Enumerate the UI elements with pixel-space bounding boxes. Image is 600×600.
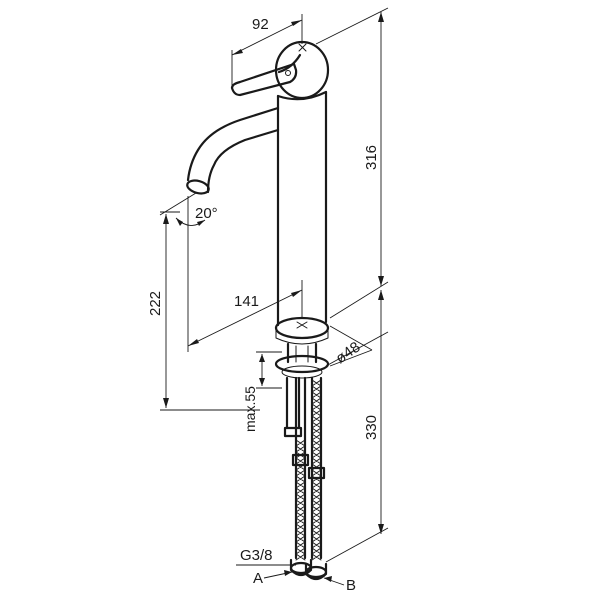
inlet-a-label: A [253, 570, 263, 587]
dimension-max-thickness: max.55 [242, 351, 282, 432]
dimension-hose-length: 330 [325, 290, 389, 563]
dim-label-330: 330 [363, 415, 380, 440]
inlet-b-label: B [346, 577, 356, 594]
dim-label-max55: max.55 [242, 386, 258, 432]
dim-label-92: 92 [252, 16, 269, 33]
dim-label-222: 222 [147, 291, 164, 316]
dimension-base-diameter: ø48 [329, 325, 373, 367]
threaded-rod [283, 376, 303, 438]
dim-label-316: 316 [363, 145, 380, 170]
thread-label: G3/8 [240, 547, 273, 564]
spout [186, 106, 280, 195]
base-mount [274, 316, 330, 379]
dimension-angle: 20° [159, 192, 218, 226]
dim-label-angle: 20° [195, 205, 218, 222]
dimension-total-height: 316 [315, 7, 389, 319]
dimension-spout-height: 222 [147, 211, 260, 411]
flexible-hoses [289, 376, 328, 581]
connection-labels: G3/8 A B [236, 547, 356, 594]
dimension-spout-reach: 141 [187, 196, 303, 352]
dim-label-141: 141 [234, 293, 259, 310]
lever-handle [230, 40, 330, 100]
dimension-handle-width: 92 [231, 14, 303, 88]
